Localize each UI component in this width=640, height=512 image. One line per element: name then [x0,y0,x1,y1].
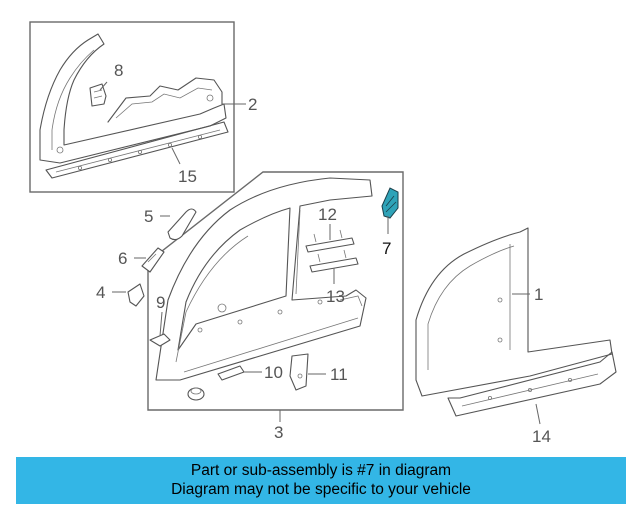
body-side-inner-part-1 [415,227,613,397]
reinforcement-part-13 [309,249,359,273]
highlighted-part-7[interactable] [381,187,399,219]
callout-5: 5 [144,207,153,226]
bracket-part-9 [149,333,171,347]
callout-4: 4 [96,283,105,302]
callout-8: 8 [114,61,123,80]
callout-14: 14 [532,427,551,446]
callout-6: 6 [118,249,127,268]
bracket-part-11 [289,353,309,391]
banner-line-2: Diagram may not be specific to your vehi… [171,481,471,498]
callout-11: 11 [330,365,348,384]
bracket-part-10 [217,365,245,381]
callout-1: 1 [534,285,543,304]
callout-3: 3 [274,423,283,442]
bracket-part-6 [141,247,165,273]
callout-2: 2 [248,95,257,114]
grommet-plug [187,387,205,401]
callout-10: 10 [264,363,283,382]
callout-12: 12 [318,205,337,224]
body-side-outer-part-3 [155,177,373,381]
callout-9: 9 [156,293,165,312]
callout-15: 15 [178,167,197,186]
side-panel-inner-part-2 [39,33,227,164]
inset-box-main [147,171,404,411]
callout-7[interactable]: 7 [382,239,391,258]
leader-lines [99,81,541,425]
rocker-panel-part-14 [447,351,617,417]
bracket-part-4 [127,283,145,307]
inset-box-top-left [29,21,235,193]
info-banner: Part or sub-assembly is #7 in diagram Di… [16,457,626,504]
callout-13: 13 [326,287,345,306]
parts-diagram: 8 2 15 5 6 4 9 7 12 13 10 11 3 1 14 [29,21,617,446]
reinforcement-part-5 [167,208,197,241]
bracket-part-8 [89,83,107,107]
banner-line-1: Part or sub-assembly is #7 in diagram [190,462,452,479]
reinforcement-part-12 [305,229,355,253]
rocker-panel-part-15 [45,121,229,179]
